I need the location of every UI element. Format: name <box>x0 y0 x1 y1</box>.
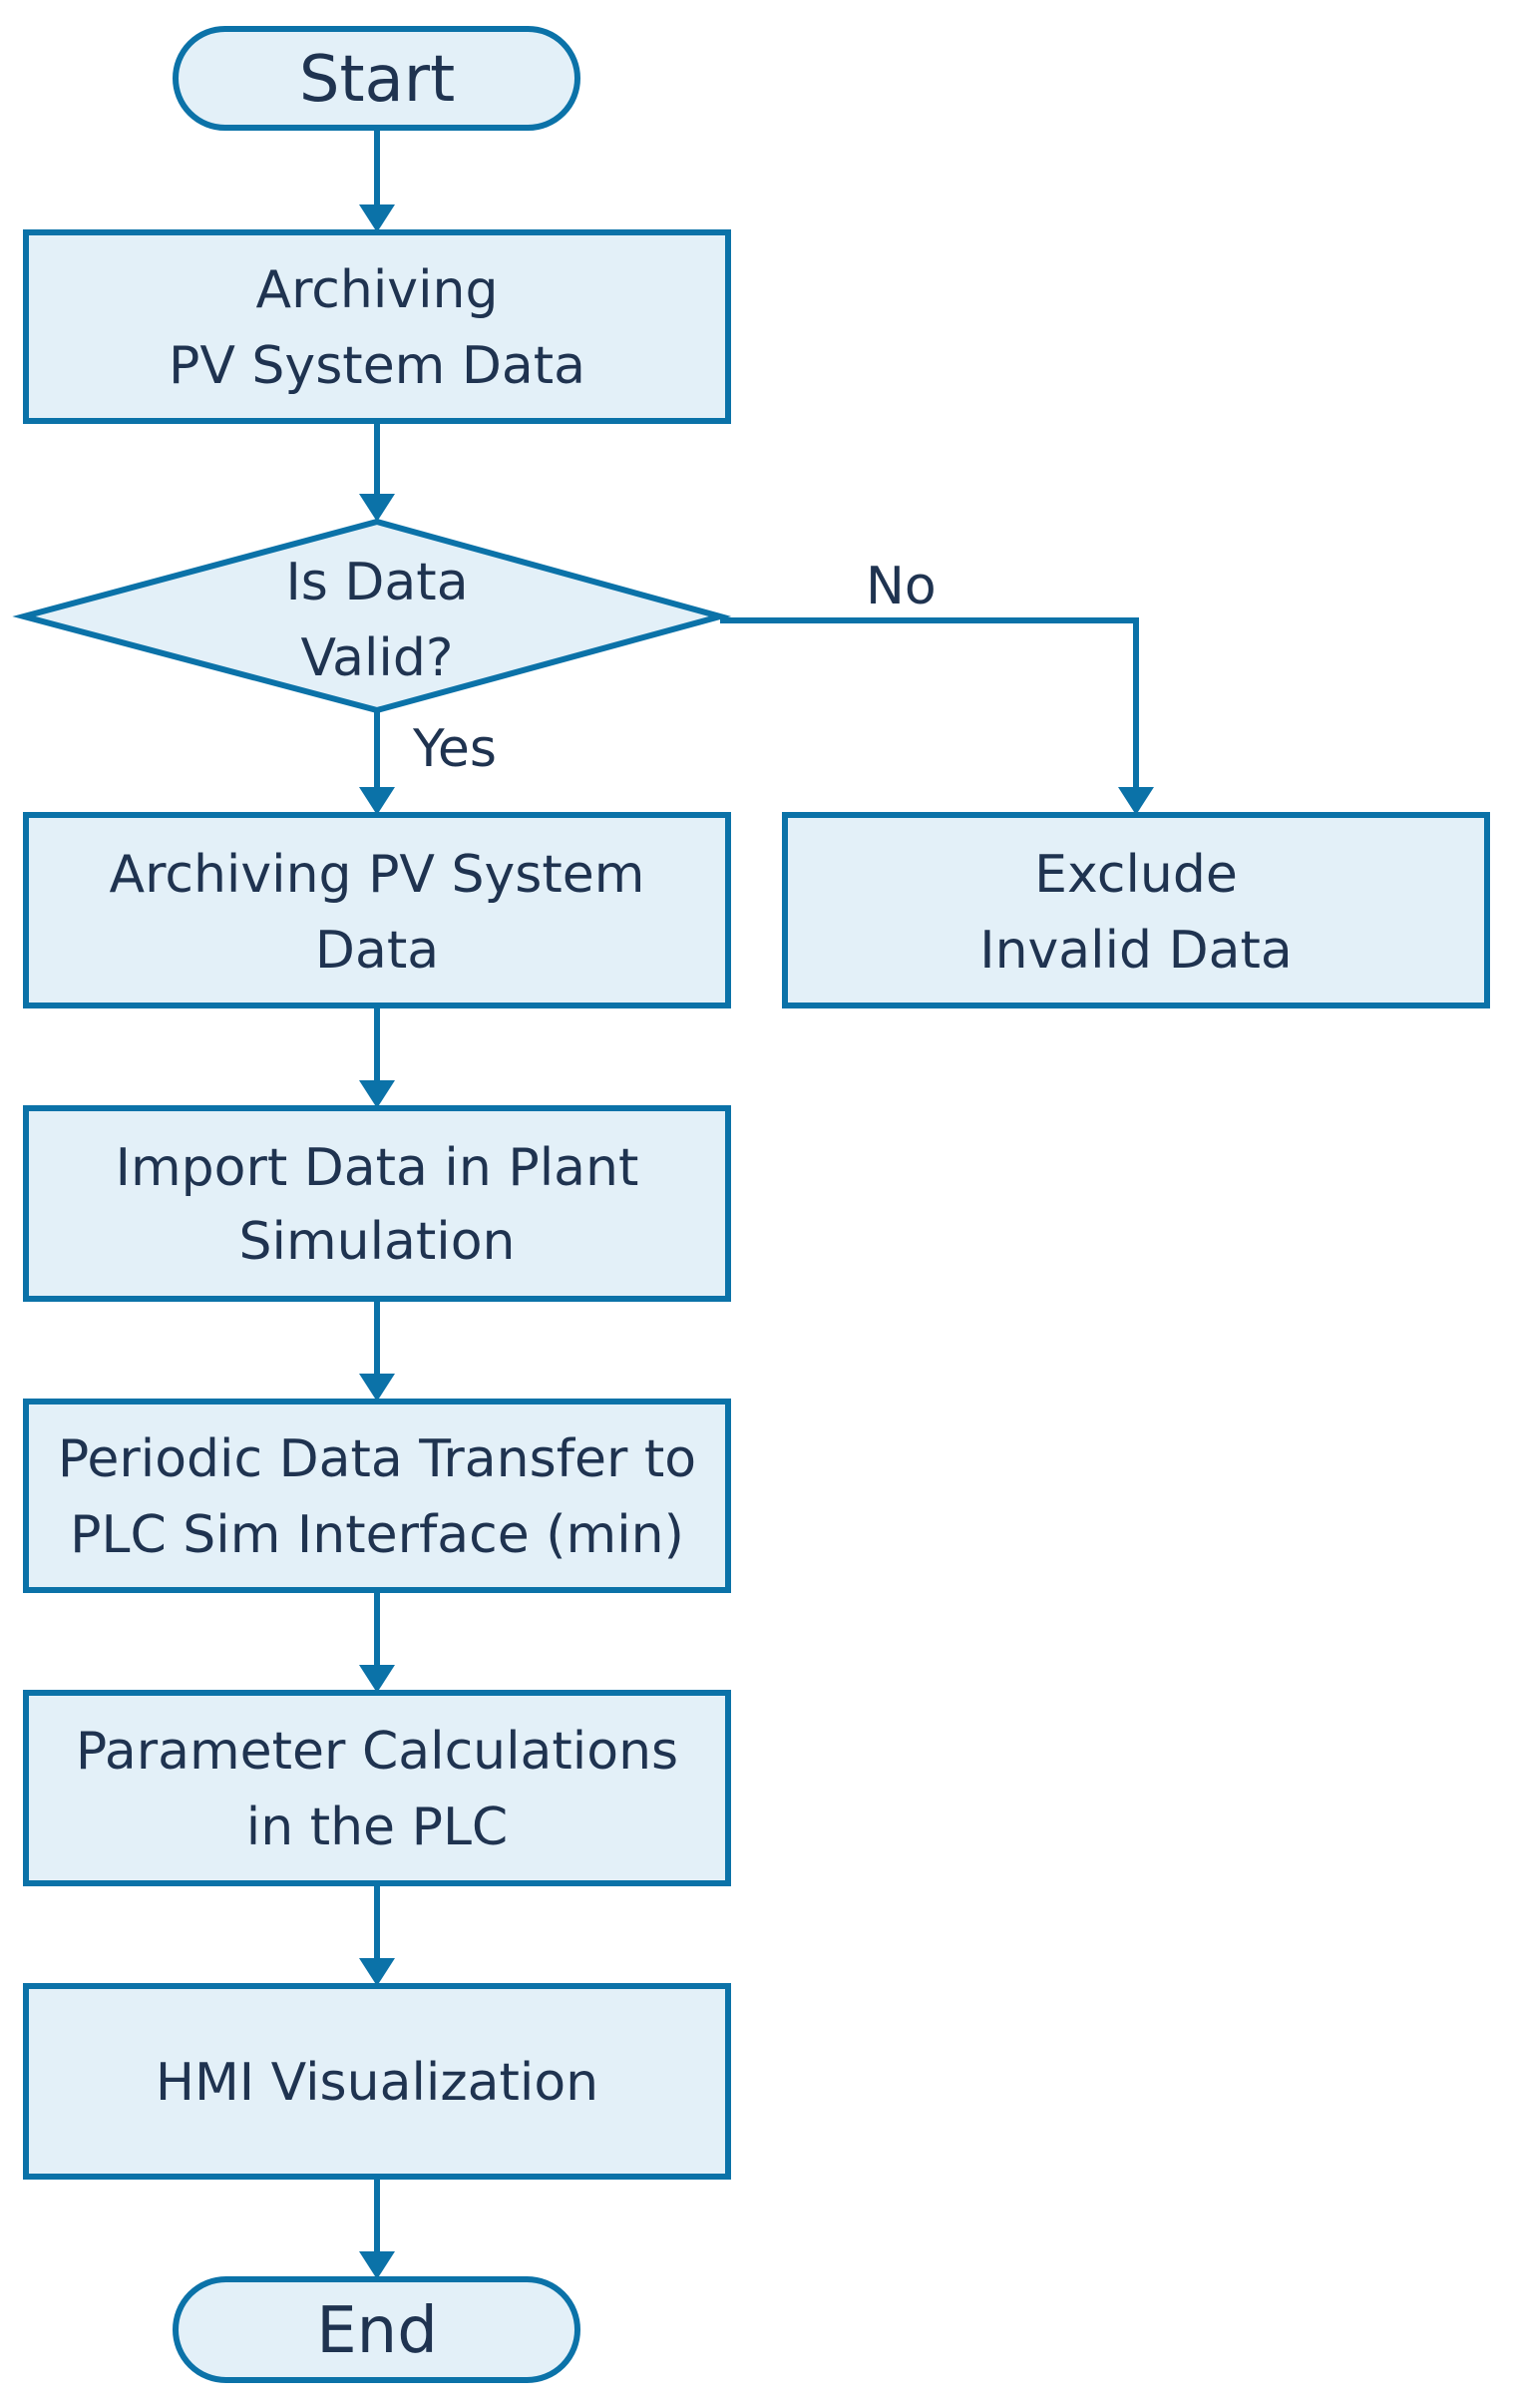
arrowhead-archive1 <box>359 204 395 232</box>
transfer-label-line1: Periodic Data Transfer to <box>58 1429 696 1489</box>
archive2-label-line1: Archiving PV System <box>110 845 645 905</box>
edge-labels: No Yes <box>412 557 937 779</box>
arrowhead-calc <box>359 1665 395 1693</box>
arrowhead-archive2 <box>359 787 395 815</box>
node-labels: Start Archiving PV System Data Is Data V… <box>58 43 1293 2368</box>
arrowhead-import <box>359 1080 395 1108</box>
process-import-data <box>23 1105 731 1302</box>
edge-label-yes: Yes <box>412 719 497 779</box>
process-parameter-calculations <box>23 1690 731 1886</box>
hmi-label: HMI Visualization <box>156 2053 598 2113</box>
archive1-label-line1: Archiving <box>256 260 499 320</box>
shapes <box>12 26 1490 2383</box>
import-label-line2: Simulation <box>239 1212 516 1272</box>
process-periodic-data-transfer <box>23 1399 731 1593</box>
process-hmi-visualization <box>23 1983 731 2180</box>
arrowhead-decision <box>359 494 395 522</box>
calc-label-line1: Parameter Calculations <box>76 1722 678 1782</box>
decision-is-data-valid <box>12 518 732 714</box>
arrowhead-hmi <box>359 1958 395 1986</box>
calc-label-line2: in the PLC <box>246 1798 508 1857</box>
end-terminal <box>173 2276 580 2383</box>
edge-label-no: No <box>866 557 937 616</box>
connectors <box>359 128 1154 2279</box>
connector-decision-exclude <box>720 617 1139 794</box>
process-exclude-invalid-data <box>782 812 1490 1008</box>
start-terminal <box>173 26 580 131</box>
transfer-label-line2: PLC Sim Interface (min) <box>70 1505 684 1565</box>
decision-label-line2: Valid? <box>301 628 454 688</box>
end-label: End <box>316 2294 438 2368</box>
archive2-label-line2: Data <box>315 921 439 981</box>
decision-label-line1: Is Data <box>285 553 468 612</box>
process-archiving-pv-system-data <box>23 812 731 1008</box>
arrowhead-exclude <box>1118 787 1154 815</box>
process-archiving-pv-data <box>23 229 731 424</box>
arrowhead-transfer <box>359 1374 395 1402</box>
exclude-label-line2: Invalid Data <box>979 921 1293 981</box>
arrowhead-end <box>359 2251 395 2279</box>
exclude-label-line1: Exclude <box>1034 845 1238 905</box>
archive1-label-line2: PV System Data <box>169 336 585 396</box>
start-label: Start <box>299 43 455 117</box>
import-label-line1: Import Data in Plant <box>116 1138 639 1198</box>
